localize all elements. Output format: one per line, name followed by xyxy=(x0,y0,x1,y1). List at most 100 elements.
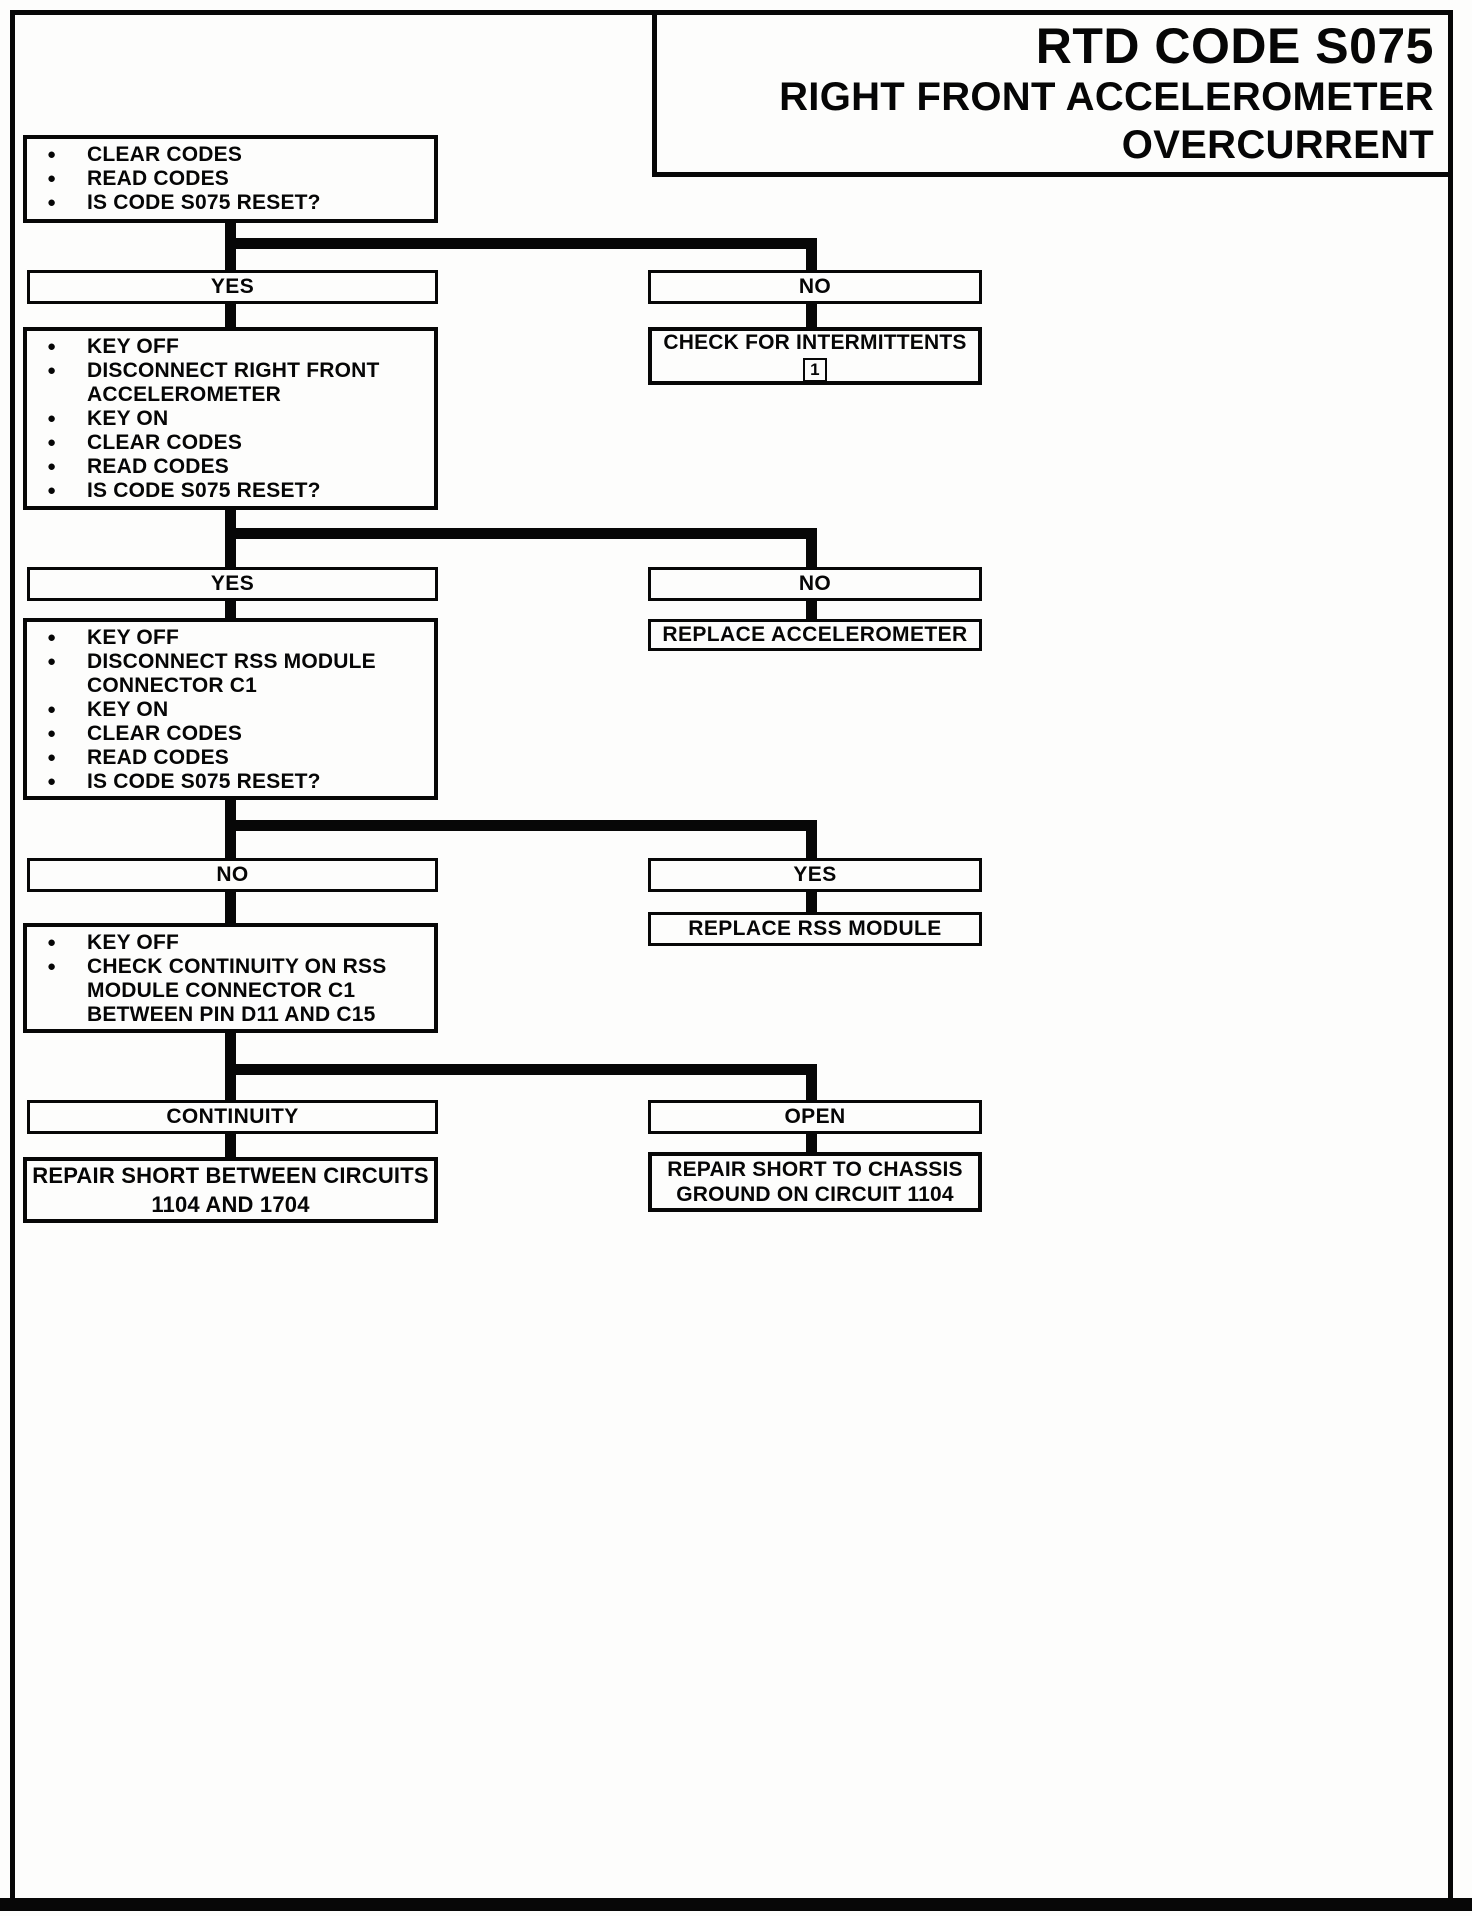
bullet-icon xyxy=(41,359,87,383)
bullet-icon xyxy=(41,455,87,479)
branch1-no-label: NO xyxy=(798,275,832,298)
connector-line xyxy=(225,238,817,249)
list-item: IS CODE S075 RESET? xyxy=(41,479,428,503)
list-item: READ CODES xyxy=(41,746,428,770)
connector-line xyxy=(806,528,817,567)
list-item: CLEAR CODES xyxy=(41,431,428,455)
repair-short-ground-box: REPAIR SHORT TO CHASSIS GROUND ON CIRCUI… xyxy=(648,1152,982,1212)
branch4-continuity-box: CONTINUITY xyxy=(27,1100,438,1134)
connector-line xyxy=(806,1064,817,1100)
list-item: READ CODES xyxy=(41,455,428,479)
step3-box: KEY OFF DISCONNECT RSS MODULE CONNECTOR … xyxy=(23,618,438,800)
connector-line xyxy=(225,892,236,923)
repair-short-circuits-line1: REPAIR SHORT BETWEEN CIRCUITS xyxy=(32,1163,429,1188)
list-item: KEY OFF xyxy=(41,931,428,955)
bullet-icon xyxy=(41,650,87,674)
branch2-no-box: NO xyxy=(648,567,982,601)
bullet-icon xyxy=(41,407,87,431)
branch3-no-box: NO xyxy=(27,858,438,892)
step4-item-1: KEY OFF xyxy=(87,931,180,954)
bullet-icon xyxy=(41,191,87,215)
list-item: IS CODE S075 RESET? xyxy=(41,191,428,215)
list-item: KEY OFF xyxy=(41,335,428,359)
bullet-icon xyxy=(41,335,87,359)
replace-accelerometer-label: REPLACE ACCELEROMETER xyxy=(662,623,968,646)
step2-item-3: KEY ON xyxy=(87,407,169,430)
repair-short-ground-line1: REPAIR SHORT TO CHASSIS xyxy=(667,1158,963,1181)
connector-line xyxy=(225,1134,236,1157)
branch1-no-box: NO xyxy=(648,270,982,304)
bullet-icon xyxy=(41,770,87,794)
step3-item-4: CLEAR CODES xyxy=(87,722,243,745)
bullet-icon xyxy=(41,746,87,770)
branch2-no-label: NO xyxy=(798,572,832,595)
page-border-right xyxy=(1448,10,1453,1908)
connector-line xyxy=(806,820,817,858)
list-item: KEY OFF xyxy=(41,626,428,650)
branch4-open-label: OPEN xyxy=(784,1105,846,1128)
footnote-1-icon: 1 xyxy=(803,358,827,382)
title-fault: OVERCURRENT xyxy=(1121,123,1434,167)
bullet-icon xyxy=(41,143,87,167)
list-item: CLEAR CODES xyxy=(41,143,428,167)
list-item: CHECK CONTINUITY ON RSS MODULE CONNECTOR… xyxy=(41,955,428,1027)
step2-box: KEY OFF DISCONNECT RIGHT FRONT ACCELEROM… xyxy=(23,327,438,510)
bullet-icon xyxy=(41,931,87,955)
connector-line xyxy=(225,304,236,327)
branch2-yes-label: YES xyxy=(210,572,255,595)
bullet-icon xyxy=(41,955,87,979)
branch3-yes-box: YES xyxy=(648,858,982,892)
step4-box: KEY OFF CHECK CONTINUITY ON RSS MODULE C… xyxy=(23,923,438,1033)
connector-line xyxy=(225,528,817,539)
list-item: KEY ON xyxy=(41,698,428,722)
connector-line xyxy=(806,601,817,619)
list-item: CLEAR CODES xyxy=(41,722,428,746)
connector-line xyxy=(806,304,817,327)
step3-item-5: READ CODES xyxy=(87,746,230,769)
step1-item-1: CLEAR CODES xyxy=(87,143,243,166)
repair-short-circuits-box: REPAIR SHORT BETWEEN CIRCUITS 1104 AND 1… xyxy=(23,1157,438,1223)
page-border-bottom xyxy=(0,1898,1472,1911)
replace-rss-module-label: REPLACE RSS MODULE xyxy=(688,917,942,940)
branch4-open-box: OPEN xyxy=(648,1100,982,1134)
step2-item-5: READ CODES xyxy=(87,455,230,478)
connector-line xyxy=(225,1064,817,1075)
step3-item-2: DISCONNECT RSS MODULE CONNECTOR C1 xyxy=(87,650,376,697)
step2-item-4: CLEAR CODES xyxy=(87,431,243,454)
step4-item-2: CHECK CONTINUITY ON RSS MODULE CONNECTOR… xyxy=(87,955,387,1026)
title-code: RTD CODE S075 xyxy=(1035,18,1434,74)
repair-short-circuits-line2: 1104 AND 1704 xyxy=(151,1192,310,1217)
step2-item-1: KEY OFF xyxy=(87,335,180,358)
step2-item-2: DISCONNECT RIGHT FRONT ACCELEROMETER xyxy=(87,359,380,406)
list-item: READ CODES xyxy=(41,167,428,191)
branch4-continuity-label: CONTINUITY xyxy=(166,1105,299,1128)
bullet-icon xyxy=(41,431,87,455)
list-item: KEY ON xyxy=(41,407,428,431)
list-item: DISCONNECT RSS MODULE CONNECTOR C1 xyxy=(41,650,428,698)
bullet-icon xyxy=(41,626,87,650)
page-border-left xyxy=(10,10,15,1908)
list-item: DISCONNECT RIGHT FRONT ACCELEROMETER xyxy=(41,359,428,407)
check-intermittents-text: CHECK FOR INTERMITTENTS xyxy=(663,331,967,354)
bullet-icon xyxy=(41,167,87,191)
step1-box: CLEAR CODES READ CODES IS CODE S075 RESE… xyxy=(23,135,438,223)
replace-rss-module-box: REPLACE RSS MODULE xyxy=(648,912,982,946)
step3-item-6: IS CODE S075 RESET? xyxy=(87,770,321,793)
repair-short-ground-line2: GROUND ON CIRCUIT 1104 xyxy=(676,1183,954,1206)
check-intermittents-box: CHECK FOR INTERMITTENTS 1 xyxy=(648,327,982,385)
connector-line xyxy=(806,238,817,270)
connector-line xyxy=(806,1134,817,1155)
step3-item-3: KEY ON xyxy=(87,698,169,721)
step1-item-3: IS CODE S075 RESET? xyxy=(87,191,321,214)
step2-item-6: IS CODE S075 RESET? xyxy=(87,479,321,502)
branch1-yes-box: YES xyxy=(27,270,438,304)
branch1-yes-label: YES xyxy=(210,275,255,298)
connector-line xyxy=(225,820,817,831)
branch3-yes-label: YES xyxy=(793,863,837,886)
title-component: RIGHT FRONT ACCELEROMETER xyxy=(779,75,1434,119)
replace-accelerometer-box: REPLACE ACCELEROMETER xyxy=(648,619,982,651)
title-block: RTD CODE S075 RIGHT FRONT ACCELEROMETER … xyxy=(652,10,1453,177)
branch3-no-label: NO xyxy=(216,863,249,886)
step3-item-1: KEY OFF xyxy=(87,626,180,649)
